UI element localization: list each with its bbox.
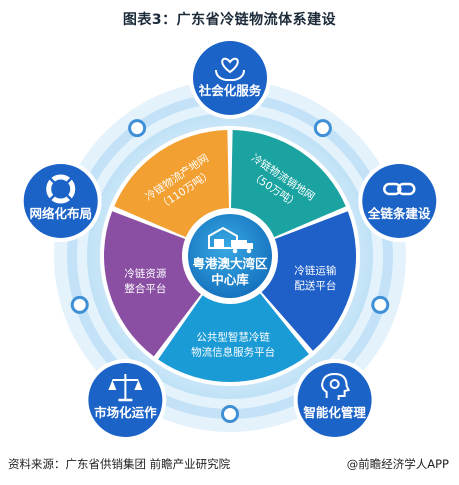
segment-text-line: 配送平台 bbox=[294, 279, 336, 292]
chain-link-icon bbox=[383, 182, 416, 196]
segment-text-line: 公共型智慧冷链 bbox=[196, 330, 270, 343]
satellite-market-operation: 市场化运作 bbox=[84, 359, 167, 442]
satellite-label: 智能化管理 bbox=[302, 405, 366, 420]
segment-text-line: 冷链资源 bbox=[124, 267, 166, 280]
heart-hands-icon bbox=[215, 57, 245, 81]
center-label-line1: 粤港澳大湾区 bbox=[192, 256, 268, 271]
segment-resource-integration bbox=[103, 211, 201, 357]
segment-public-platform bbox=[158, 293, 309, 383]
satellite-smart-management: 智能化管理 bbox=[293, 359, 376, 442]
satellite-label: 网络化布局 bbox=[29, 206, 92, 221]
orbit-dot bbox=[371, 295, 390, 314]
orbit-dot bbox=[313, 119, 332, 138]
satellite-label: 社会化服务 bbox=[198, 83, 262, 98]
balance-scale-icon bbox=[108, 374, 143, 402]
satellite-full-chain: 全链条建设 bbox=[358, 159, 441, 242]
satellite-network-layout: 网络化布局 bbox=[19, 159, 102, 242]
satellite-disc bbox=[362, 163, 437, 238]
center-label-line2: 中心库 bbox=[211, 272, 249, 287]
brain-gear-icon bbox=[321, 373, 351, 401]
segment-cold-chain-production bbox=[114, 130, 229, 238]
satellite-socialized-service: 社会化服务 bbox=[189, 37, 271, 119]
warehouse-truck-icon bbox=[208, 226, 253, 254]
segments bbox=[103, 130, 356, 383]
satellite-label: 全链条建设 bbox=[367, 206, 431, 221]
segment-cold-chain-distribution bbox=[231, 130, 346, 238]
source-note: 资料来源：广东省供销集团 前瞻产业研究院 bbox=[8, 457, 231, 471]
satellite-disc bbox=[193, 41, 267, 115]
satellite-label: 市场化运作 bbox=[94, 405, 157, 420]
satellite-disc bbox=[297, 363, 372, 438]
orbit-dot bbox=[128, 119, 147, 138]
segment-cold-chain-transport bbox=[261, 211, 356, 351]
orbit-dot bbox=[221, 405, 239, 423]
orbit-dot bbox=[70, 295, 89, 314]
chart-title: 图表3：广东省冷链物流体系建设 bbox=[122, 12, 337, 28]
lifebuoy-icon bbox=[46, 174, 76, 204]
brand-note: @前瞻经济学人APP bbox=[346, 457, 449, 471]
segment-text-line: 整合平台 bbox=[124, 282, 166, 295]
segment-text-line: 冷链运输 bbox=[294, 264, 336, 277]
segment-text-line: 物流信息服务平台 bbox=[191, 345, 275, 358]
orbit-dots bbox=[70, 119, 390, 423]
